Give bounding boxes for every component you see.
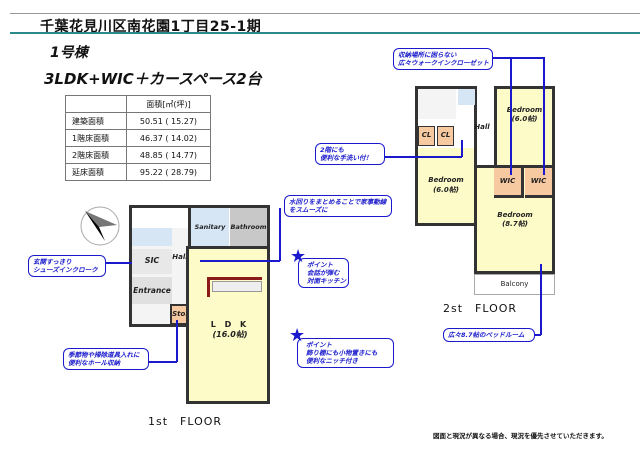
table-cell: 建築面積: [65, 112, 127, 130]
leader-line: [510, 57, 512, 175]
bedroom-label: Bedroom: [497, 210, 533, 219]
plan-type: 3LDK+WIC＋カースペース2台: [44, 70, 262, 88]
table-header-row: 面積[㎡(坪)]: [65, 95, 211, 113]
star-icon: ★: [289, 325, 306, 346]
bedroom-label: Bedroom: [428, 176, 464, 185]
leader-line: [461, 140, 463, 157]
callout-hall-storage: 季節物や掃除道具入れに 便利なホール収納: [63, 348, 149, 371]
floor1-sanitary: Sanitary: [191, 208, 229, 246]
page-title: 千葉花見川区南花園1丁目25-1期: [40, 19, 262, 35]
compass-north-icon: [80, 206, 120, 246]
footer-note: 図面と現況が異なる場合、現況を優先させていただきます。: [433, 432, 608, 440]
callout-water-area: 水回りをまとめることで家事動線 をスムーズに: [284, 195, 392, 218]
leader-line: [200, 260, 280, 262]
floor2-bedroom-6a: Bedroom (6.0帖): [418, 148, 474, 223]
floor2-closet-1: CL: [418, 126, 435, 146]
leader-line: [105, 262, 132, 264]
callout-wic: 収納場所に困らない 広々ウォークインクローゼット: [393, 48, 493, 71]
table-cell: 延床面積: [65, 163, 127, 181]
floor2-stairs: [418, 89, 456, 119]
bedroom-size: (6.0帖): [433, 185, 459, 194]
floor1-ldk: L D K (16.0帖): [200, 315, 260, 345]
table-cell: 46.37 ( 14.02): [126, 129, 211, 147]
leader-line: [534, 334, 541, 336]
callout-shoes-closet: 玄関すっきり シューズインクローク: [28, 255, 106, 278]
header-rule: [10, 32, 640, 34]
header-top-rule: [10, 13, 640, 14]
floor1-bathroom: Bathroom: [230, 208, 267, 246]
table-cell: 48.85 ( 14.77): [126, 146, 211, 164]
leader-line: [540, 264, 542, 335]
floor2-balcony: Balcony: [474, 274, 555, 295]
bedroom-size: (6.0帖): [511, 115, 538, 123]
leader-line: [279, 208, 281, 261]
floor2-bedroom-6b-label: Bedroom (6.0帖): [497, 100, 552, 130]
floor2-wic-2: WIC: [525, 168, 552, 198]
ldk-label: L D K: [210, 319, 250, 329]
leader-line: [176, 320, 178, 362]
floor1-sto-label: Sto.: [172, 309, 188, 318]
floor1-ldk-area: [186, 246, 270, 404]
floor2-toilet: [458, 89, 475, 105]
floor2-wic-1: WIC: [494, 168, 524, 198]
floor1-hall: Hall: [172, 253, 188, 262]
callout-sink: 2階にも 便利な手洗い付！: [315, 143, 385, 166]
floor1-entrance: Entrance: [132, 277, 172, 304]
kitchen-counter-top: [207, 277, 262, 280]
floor2-closet-2: CL: [437, 126, 454, 146]
floor1-stairs: [132, 208, 188, 228]
ldk-size: (16.0帖): [212, 330, 248, 339]
callout-kitchen-point: ポイント 会話が弾む 対面キッチン: [298, 258, 349, 289]
kitchen-counter: [207, 277, 210, 297]
floor2-label: 2st FLOOR: [443, 302, 518, 315]
bedroom-size: (8.7帖): [502, 220, 528, 228]
table-cell: 95.22 ( 28.79): [126, 163, 211, 181]
star-icon: ★: [290, 246, 307, 267]
leader-line: [148, 361, 177, 363]
floor1-sic: SIC: [132, 249, 172, 274]
floor2-hall: Hall: [474, 123, 490, 132]
leader-line: [385, 156, 462, 158]
floor1-toilet: [132, 228, 172, 246]
table-cell: 2階床面積: [65, 146, 127, 164]
leader-line: [543, 57, 545, 175]
table-cell: 面積[㎡(坪)]: [126, 95, 211, 113]
building-number: 1号棟: [50, 45, 88, 61]
floor2-bedroom-87-label: Bedroom (8.7帖): [480, 205, 550, 235]
floor2-bedroom-6b: [494, 86, 555, 168]
leader-line: [492, 57, 544, 59]
table-cell: [65, 95, 127, 113]
callout-niche-point: ポイント 飾り棚にも小物置きにも 便利なニッチ付き: [297, 338, 394, 369]
kitchen-sink-stove: [212, 281, 262, 292]
callout-bedroom: 広々8.7帖のベッドルーム: [443, 328, 535, 343]
table-cell: 50.51 ( 15.27): [126, 112, 211, 130]
floor1-label: 1st FLOOR: [148, 415, 223, 428]
bedroom-label: Bedroom: [506, 105, 543, 114]
table-cell: 1階床面積: [65, 129, 127, 147]
